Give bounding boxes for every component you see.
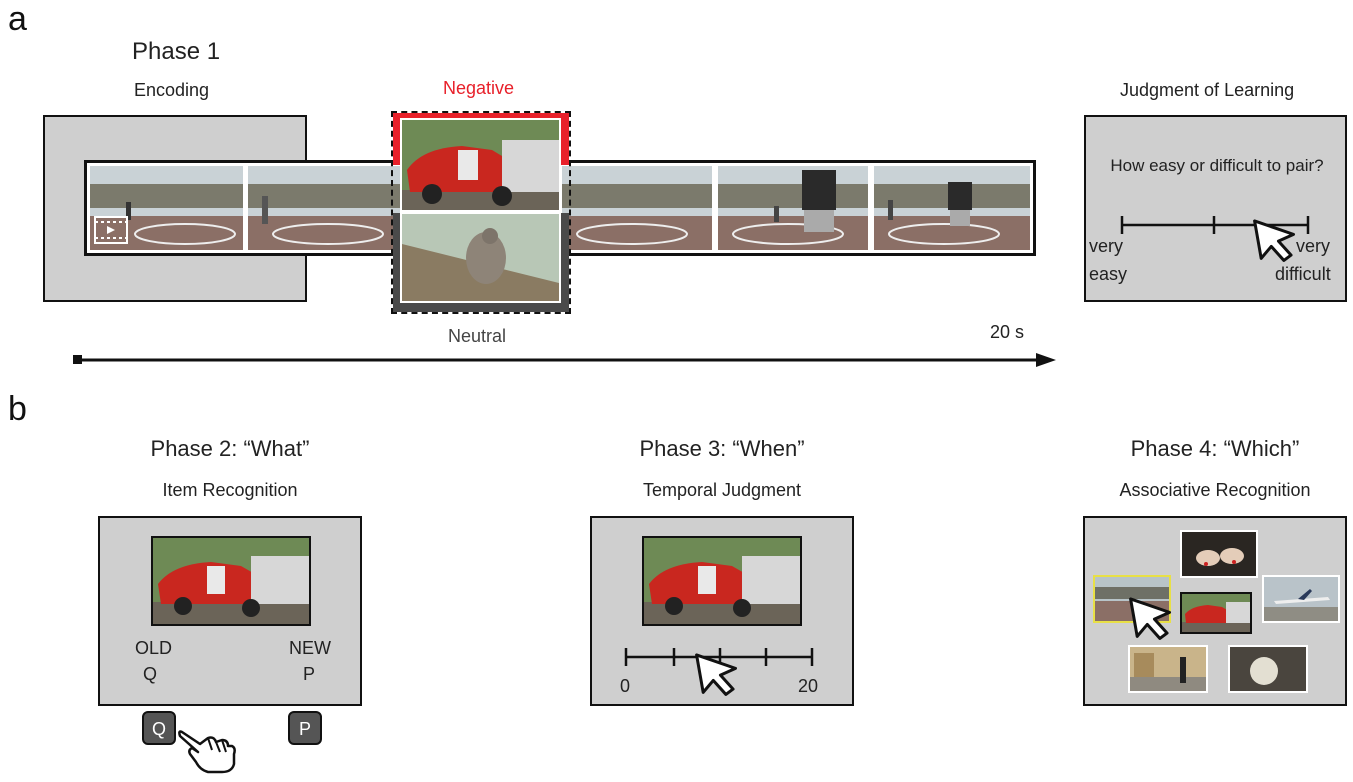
option-image-light[interactable] [1228, 645, 1308, 693]
phase2-title: Phase 2: “What” [150, 436, 310, 461]
neutral-image [400, 212, 561, 303]
duration-label: 20 s [990, 322, 1025, 342]
option-image-street[interactable] [1128, 645, 1208, 693]
jol-screen [1084, 115, 1347, 302]
neutral-label: Neutral [448, 326, 507, 346]
negative-label: Negative [443, 78, 515, 98]
old-label: OLD [135, 638, 173, 658]
old-key-label: Q [143, 664, 158, 684]
phase4-subtitle: Associative Recognition [1119, 480, 1311, 500]
q-key[interactable]: Q [142, 711, 176, 745]
jol-question: How easy or difficult to pair? [1110, 156, 1324, 175]
jol-easy-line1: very [1089, 236, 1124, 256]
encoding-label: Encoding [134, 80, 210, 100]
timeline-arrow [70, 350, 1060, 370]
phase2-subtitle: Item Recognition [162, 480, 298, 500]
time-min-label: 0 [620, 676, 631, 696]
option-image-car[interactable] [1180, 592, 1252, 634]
jol-easy-line2: easy [1089, 264, 1128, 284]
phase4-title: Phase 4: “Which” [1130, 436, 1300, 461]
video-frame [246, 164, 402, 252]
panel-b-label: b [8, 390, 27, 428]
jol-title: Judgment of Learning [1120, 80, 1295, 100]
video-frame [88, 164, 245, 252]
option-image-airplane[interactable] [1262, 575, 1340, 623]
new-label: NEW [289, 638, 331, 658]
new-key-label: P [303, 664, 316, 684]
panel-a-label: a [8, 0, 27, 38]
jol-difficult-line1: very [1296, 236, 1331, 256]
phase3-subtitle: Temporal Judgment [642, 480, 802, 500]
probe-image [642, 536, 802, 626]
phase3-title: Phase 3: “When” [639, 436, 805, 461]
p-key[interactable]: P [288, 711, 322, 745]
cursor-arrow-icon [690, 648, 740, 698]
video-icon [94, 216, 128, 244]
time-max-label: 20 [798, 676, 819, 696]
option-image-hands[interactable] [1180, 530, 1258, 578]
probe-image [151, 536, 311, 626]
jol-difficult-line2: difficult [1275, 264, 1331, 284]
pointing-hand-icon [178, 724, 240, 776]
cursor-arrow-icon [1124, 592, 1174, 642]
negative-image [400, 118, 561, 212]
phase1-title: Phase 1 [132, 38, 221, 65]
time-scale [622, 646, 818, 668]
video-frame [716, 164, 870, 252]
video-frame [560, 164, 714, 252]
jol-scale [1118, 214, 1313, 236]
video-frame [872, 164, 1032, 252]
cursor-arrow-icon [1248, 214, 1298, 264]
